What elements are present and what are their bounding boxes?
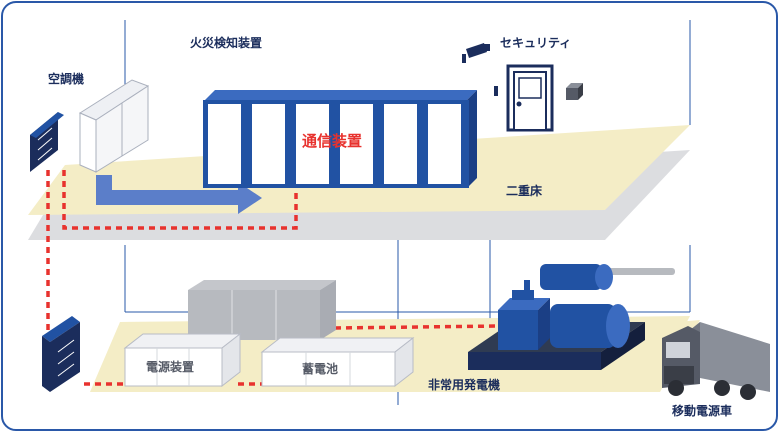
truck-icon bbox=[662, 322, 770, 400]
storage-battery-unit bbox=[260, 336, 415, 388]
power-cable bbox=[46, 170, 501, 386]
sensor-box-icon bbox=[566, 83, 583, 100]
air-conditioner-unit bbox=[30, 112, 64, 172]
airflow-arrow bbox=[96, 175, 262, 214]
rack-6 bbox=[428, 104, 461, 184]
rack-1 bbox=[208, 104, 241, 184]
card-reader-icon bbox=[494, 86, 498, 96]
air-conditioner-label: 空調機 bbox=[48, 71, 84, 86]
fire-detector-label: 火災検知装置 bbox=[190, 35, 262, 50]
emergency-generator-label: 非常用発電機 bbox=[428, 377, 500, 392]
telecom-equipment-label: 通信装置 bbox=[302, 132, 362, 150]
door-icon bbox=[506, 64, 554, 132]
power-panel-unit bbox=[42, 316, 80, 392]
air-conditioner-box bbox=[78, 79, 150, 173]
security-camera-icon bbox=[462, 43, 490, 63]
grey-cabinets bbox=[188, 280, 336, 340]
power-supply-label: 電源装置 bbox=[146, 359, 194, 374]
rack-5 bbox=[384, 104, 417, 184]
rack-3 bbox=[296, 104, 329, 184]
mobile-power-vehicle-label: 移動電源車 bbox=[672, 403, 732, 418]
security-label: セキュリティ bbox=[500, 36, 571, 50]
rack-2 bbox=[252, 104, 285, 184]
emergency-generator bbox=[468, 264, 675, 370]
raised-floor-label: 二重床 bbox=[506, 183, 543, 198]
power-supply-unit bbox=[123, 332, 242, 388]
telecom-racks bbox=[203, 90, 477, 188]
rack-4 bbox=[340, 104, 373, 184]
storage-battery-label: 蓄電池 bbox=[302, 361, 338, 376]
